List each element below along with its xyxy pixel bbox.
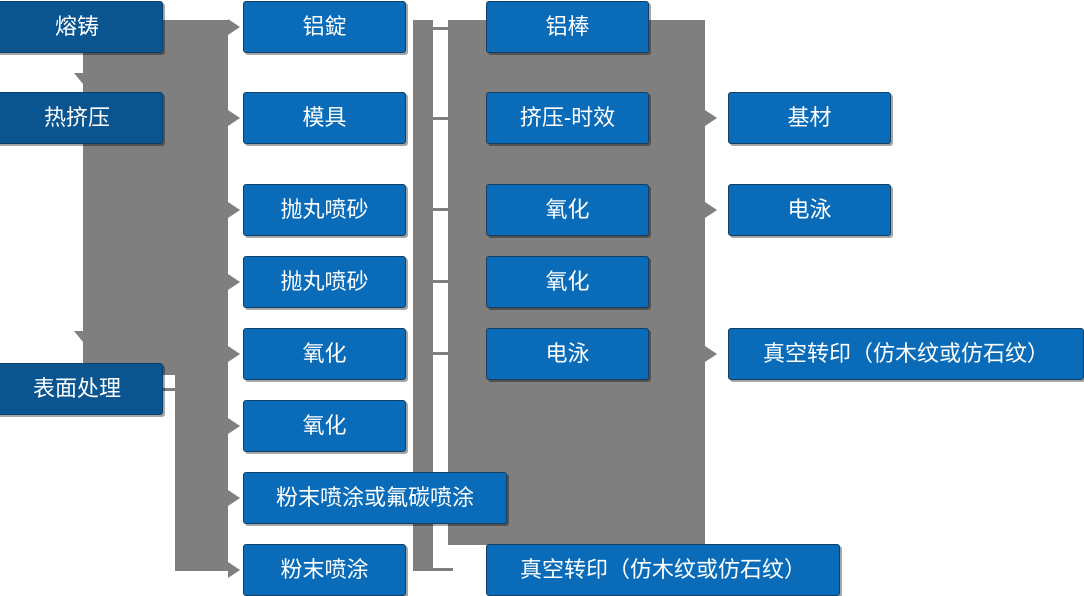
stage-box-powder-coating[interactable]: 粉末喷涂 xyxy=(243,544,406,596)
connector-arrow-to-powder-or-fluorocarbon xyxy=(228,490,240,506)
stage-label-oxidation-1: 氧化 xyxy=(302,340,347,366)
stage-label-oxidation-2: 氧化 xyxy=(302,412,347,438)
connector-arrow-to-aluminum-ingot xyxy=(228,19,240,35)
connector-arrow-to-shot-blasting-2 xyxy=(228,274,240,290)
connector-arrow-to-electrophoresis-2 xyxy=(705,202,717,218)
stage-box-aluminum-ingot[interactable]: 铝錠 xyxy=(243,1,406,53)
stage-label-electrophoresis-2: 电泳 xyxy=(787,196,832,222)
stage-label-aluminum-bar: 铝棒 xyxy=(545,13,590,39)
stage-label-vacuum-transfer-bottom: 真空转印（仿木纹或仿石纹） xyxy=(519,556,806,582)
stage-label-electrophoresis-1: 电泳 xyxy=(545,340,590,366)
stage-label-powder-coating: 粉末喷涂 xyxy=(280,556,369,582)
connector-left-trunk-upper xyxy=(83,20,228,375)
connector-arrow-down-surface-treatment xyxy=(74,331,92,342)
stage-box-hot-extrusion[interactable]: 热挤压 xyxy=(0,92,163,144)
connector-arrow-down-hot-extrusion xyxy=(74,73,92,84)
connector-arrow-to-oxidation-1 xyxy=(228,346,240,362)
stage-box-oxidation-4[interactable]: 氧化 xyxy=(486,256,649,308)
connector-arrow-to-die-mold xyxy=(228,110,240,126)
connector-stub-row-4 xyxy=(433,280,453,283)
connector-middle-bar xyxy=(413,20,433,571)
stage-label-hot-extrusion: 热挤压 xyxy=(43,104,110,130)
stage-box-shot-blasting-2[interactable]: 抛丸喷砂 xyxy=(243,256,406,308)
stage-label-powder-or-fluorocarbon: 粉末喷涂或氟碳喷涂 xyxy=(275,484,474,510)
connector-stub-row-5 xyxy=(433,352,453,355)
stage-box-oxidation-1[interactable]: 氧化 xyxy=(243,328,406,380)
connector-arrow-to-shot-blasting-1 xyxy=(228,202,240,218)
connector-stub-row-1 xyxy=(433,27,453,30)
stage-label-melt-cast: 熔铸 xyxy=(54,13,99,39)
stage-label-die-mold: 模具 xyxy=(302,104,347,130)
stage-box-substrate[interactable]: 基材 xyxy=(728,92,891,144)
stage-label-aluminum-ingot: 铝錠 xyxy=(302,13,347,39)
stage-label-substrate: 基材 xyxy=(787,104,832,130)
stage-label-oxidation-4: 氧化 xyxy=(545,268,590,294)
connector-left-trunk-lower xyxy=(175,375,228,571)
stage-box-electrophoresis-2[interactable]: 电泳 xyxy=(728,184,891,236)
stage-box-powder-or-fluorocarbon[interactable]: 粉末喷涂或氟碳喷涂 xyxy=(243,472,507,524)
stage-box-oxidation-2[interactable]: 氧化 xyxy=(243,400,406,452)
stage-box-aluminum-bar[interactable]: 铝棒 xyxy=(486,1,649,53)
connector-arrow-to-oxidation-2 xyxy=(228,418,240,434)
stage-box-vacuum-transfer-right[interactable]: 真空转印（仿木纹或仿石纹） xyxy=(728,328,1084,380)
connector-stub-surface-treatment xyxy=(163,388,185,391)
stage-label-shot-blasting-2: 抛丸喷砂 xyxy=(280,268,369,294)
connector-arrow-to-substrate xyxy=(705,110,717,126)
stage-label-surface-treatment: 表面处理 xyxy=(32,375,121,401)
stage-box-electrophoresis-1[interactable]: 电泳 xyxy=(486,328,649,380)
stage-label-extrusion-aging: 挤压-时效 xyxy=(519,104,616,130)
connector-stub-row-3 xyxy=(433,208,453,211)
stage-label-oxidation-3: 氧化 xyxy=(545,196,590,222)
connector-stub-row-6 xyxy=(433,568,453,571)
connector-arrow-to-vacuum-transfer-right xyxy=(705,346,717,362)
stage-box-melt-cast[interactable]: 熔铸 xyxy=(0,1,163,53)
connector-stub-row-2 xyxy=(433,117,453,120)
stage-box-die-mold[interactable]: 模具 xyxy=(243,92,406,144)
stage-box-shot-blasting-1[interactable]: 抛丸喷砂 xyxy=(243,184,406,236)
connector-arrow-to-powder-coating xyxy=(228,562,240,578)
stage-box-surface-treatment[interactable]: 表面处理 xyxy=(0,363,163,415)
stage-label-shot-blasting-1: 抛丸喷砂 xyxy=(280,196,369,222)
stage-box-oxidation-3[interactable]: 氧化 xyxy=(486,184,649,236)
stage-box-vacuum-transfer-bottom[interactable]: 真空转印（仿木纹或仿石纹） xyxy=(486,544,840,596)
stage-label-vacuum-transfer-right: 真空转印（仿木纹或仿石纹） xyxy=(762,340,1049,366)
stage-box-extrusion-aging[interactable]: 挤压-时效 xyxy=(486,92,649,144)
